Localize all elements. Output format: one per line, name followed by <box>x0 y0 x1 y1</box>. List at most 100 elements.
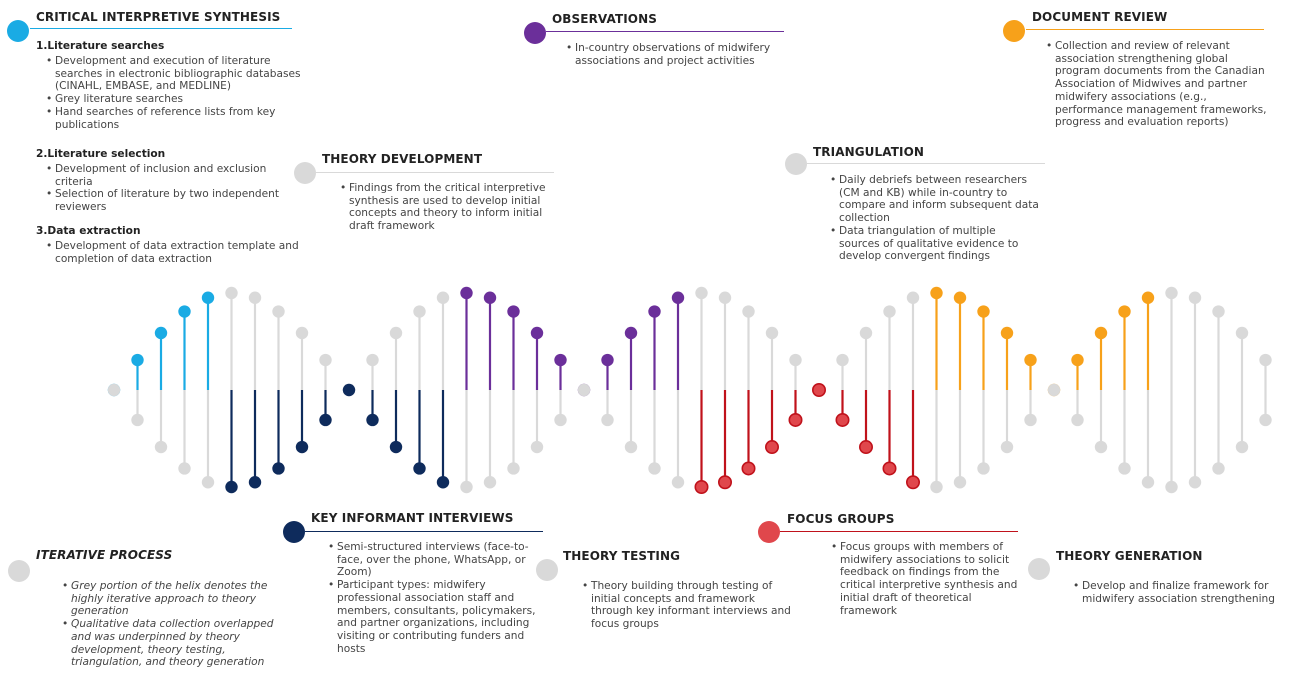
cis-step-2-label: 2.Literature selection <box>36 148 166 160</box>
iterative-process-marker-dot <box>8 560 30 582</box>
helix-node-upper <box>1094 326 1108 340</box>
list-item: Focus groups with members of midwifery a… <box>831 541 1030 617</box>
helix-rung <box>1047 383 1061 397</box>
helix-node-upper <box>413 305 426 318</box>
helix-node-upper <box>248 291 262 304</box>
helix-rung <box>741 305 756 476</box>
helix-rung <box>953 291 967 489</box>
helix-node-upper <box>272 305 285 318</box>
list-item: Grey literature searches <box>46 93 303 106</box>
helix-rung <box>554 353 567 427</box>
list-item: Development and execution of literature … <box>46 55 303 93</box>
helix-node-lower <box>858 440 873 455</box>
helix-node-lower <box>131 413 144 427</box>
helix-node-upper <box>1141 291 1155 304</box>
helix-node-upper <box>648 305 661 318</box>
helix-node-lower <box>811 382 826 397</box>
helix-node-lower <box>977 462 990 475</box>
helix-rung <box>905 291 920 490</box>
list-item: Theory building through testing of initi… <box>582 580 791 631</box>
helix-rung <box>413 305 426 475</box>
helix-rung <box>1259 353 1272 427</box>
theory-testing-marker-dot <box>536 559 558 581</box>
helix-node-lower <box>1188 476 1202 489</box>
helix-node-lower <box>648 462 661 475</box>
helix-rung <box>460 286 473 494</box>
focus-groups-marker-dot <box>758 521 780 543</box>
focus-groups-title: FOCUS GROUPS <box>787 512 895 526</box>
triangulation-title: TRIANGULATION <box>813 145 925 159</box>
helix-node-upper <box>201 291 215 304</box>
helix-node-lower <box>1094 440 1108 454</box>
cis-title: CRITICAL INTERPRETIVE SYNTHESIS <box>36 10 281 24</box>
helix-node-lower <box>577 383 591 397</box>
cis-step-1-list: Development and execution of literature … <box>46 55 303 131</box>
helix-rung <box>436 291 450 489</box>
helix-node-lower <box>178 462 191 475</box>
helix-node-lower <box>272 462 285 475</box>
helix-node-upper <box>1071 353 1084 367</box>
helix-rung <box>342 383 356 397</box>
cis-marker-dot <box>7 20 29 42</box>
helix-node-upper <box>554 353 567 367</box>
document-review-list: Collection and review of relevant associ… <box>1046 40 1275 129</box>
helix-node-upper <box>1118 305 1131 318</box>
helix-node-upper <box>1235 326 1249 340</box>
helix-rung <box>882 305 897 476</box>
helix-rung <box>1118 305 1131 475</box>
helix-node-lower <box>694 479 709 494</box>
helix-rung <box>389 326 403 454</box>
helix-node-upper <box>883 305 896 318</box>
helix-node-lower <box>764 440 779 455</box>
iterative-process-title: ITERATIVE PROCESS <box>36 548 173 562</box>
theory-development-marker-dot <box>294 162 316 184</box>
helix-rung <box>295 326 309 454</box>
helix-rung <box>225 286 238 494</box>
helix-node-upper <box>178 305 191 318</box>
helix-node-lower <box>1118 462 1131 475</box>
helix-node-lower <box>835 412 850 427</box>
helix-node-upper <box>695 286 708 300</box>
helix-node-upper <box>507 305 520 318</box>
list-item: Qualitative data collection overlapped a… <box>62 618 293 669</box>
helix-node-lower <box>107 383 121 397</box>
helix-node-upper <box>131 353 144 367</box>
helix-node-upper <box>977 305 990 318</box>
list-item: In-country observations of midwifery ass… <box>566 42 780 67</box>
cis-step-3-list: Development of data extraction template … <box>46 240 303 265</box>
helix-node-upper <box>319 353 332 367</box>
list-item: Grey portion of the helix denotes the hi… <box>62 580 293 618</box>
helix-node-lower <box>930 480 943 494</box>
observations-marker-dot <box>524 22 546 44</box>
helix-rung <box>1024 353 1037 427</box>
helix-rung <box>624 326 638 454</box>
helix-rung <box>507 305 520 475</box>
list-item: Development of inclusion and exclusion c… <box>46 163 303 188</box>
helix-rung <box>248 291 262 489</box>
helix-rung <box>154 326 168 454</box>
helix-rung <box>811 382 826 397</box>
helix-rung <box>1141 291 1155 489</box>
helix-node-upper <box>601 353 614 367</box>
helix-node-lower <box>342 383 356 397</box>
helix-node-upper <box>718 291 732 304</box>
helix-node-lower <box>507 462 520 475</box>
helix-rung <box>671 291 685 489</box>
helix-node-lower <box>1047 383 1061 397</box>
helix-node-lower <box>905 475 920 490</box>
helix-node-upper <box>789 353 802 367</box>
helix-rung <box>1212 305 1225 475</box>
list-item: Data triangulation of multiple sources o… <box>830 225 1039 263</box>
helix-node-upper <box>624 326 638 340</box>
list-item: Develop and finalize framework for midwi… <box>1073 580 1282 605</box>
helix-rung <box>530 326 544 454</box>
cis-step-2-list: Development of inclusion and exclusion c… <box>46 163 303 214</box>
helix-node-lower <box>530 440 544 454</box>
helix-node-upper <box>742 305 755 318</box>
document-review-rule <box>1026 29 1264 30</box>
key-informant-marker-dot <box>283 521 305 543</box>
helix-rung <box>131 353 144 427</box>
helix-rung <box>764 326 779 455</box>
document-review-title: DOCUMENT REVIEW <box>1032 10 1168 24</box>
